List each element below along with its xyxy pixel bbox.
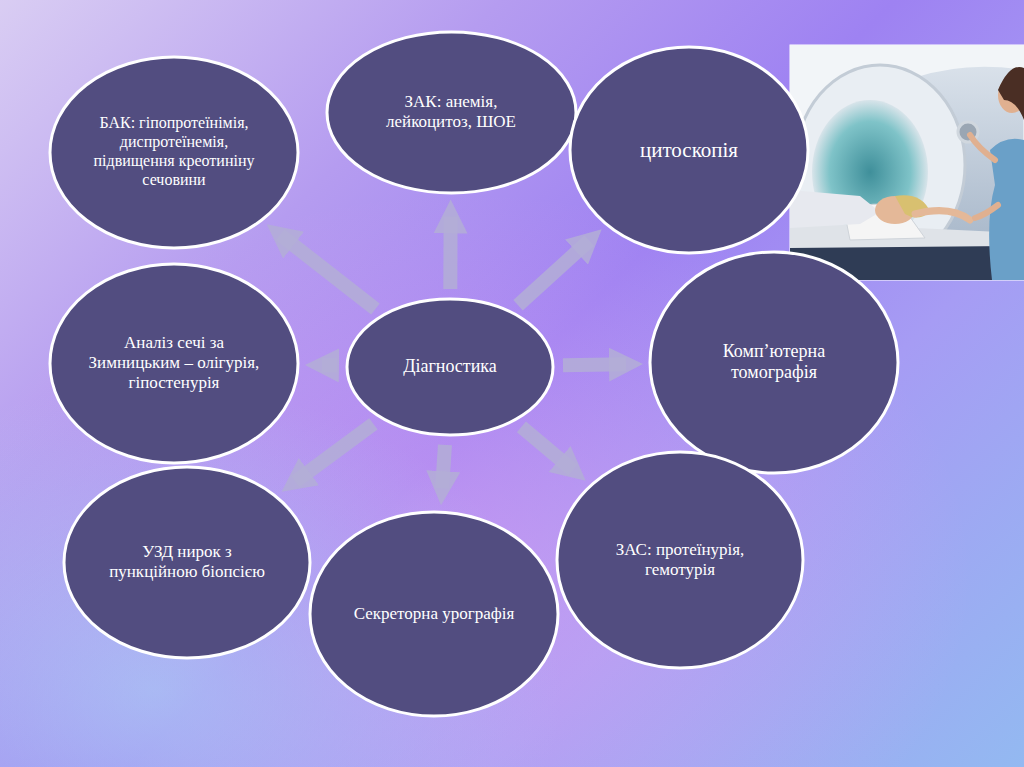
- block-arrow: [442, 445, 445, 488]
- ellipse-shape: [50, 264, 298, 463]
- ellipse-label: ЗАК: анемія, лейкоцитоз, ШОЕ: [365, 92, 537, 132]
- ellipse-label: Аналіз сечі за Зимницьким – олігурія, гі…: [88, 333, 259, 393]
- ellipse-label: ЗАС: протеїнурія, гемотурія: [595, 540, 765, 580]
- ellipse-text-block: УЗД нирок з пункційною біопсією: [102, 542, 272, 582]
- ellipse-shape: [347, 299, 553, 435]
- ellipse-text-block: ЗАС: протеїнурія, гемотурія: [595, 540, 765, 580]
- topic-ellipse: ЗАС: протеїнурія, гемотурія: [555, 450, 805, 670]
- ellipse-shape: [557, 452, 803, 668]
- block-arrow: [443, 217, 457, 290]
- photo-border: [790, 45, 1024, 280]
- ellipse-shape: [327, 32, 576, 193]
- photo-frame: [790, 45, 1024, 280]
- block-arrow: [295, 424, 373, 482]
- ellipse-text-block: БАК: гіпопротеїнімія, диспротеїнемія, пі…: [88, 114, 259, 190]
- block-arrow: [322, 358, 337, 372]
- nurse-hair: [998, 67, 1024, 120]
- nurse-arm: [970, 135, 995, 160]
- ellipse-text-block: Діагностика: [379, 356, 522, 377]
- ellipse-label: БАК: гіпопротеїнімія, диспротеїнемія, пі…: [88, 114, 259, 190]
- block-arrow: [521, 427, 572, 470]
- topic-ellipse: Комп’ютерна томографія: [648, 250, 900, 475]
- topic-ellipse: Секреторна урографія: [308, 510, 560, 718]
- ellipse-label: УЗД нирок з пункційною біопсією: [102, 542, 272, 582]
- ellipse-shape: [570, 47, 808, 253]
- patient-arm: [915, 211, 970, 220]
- ellipse-shape: [50, 57, 298, 248]
- ellipse-label: Діагностика: [379, 356, 522, 377]
- nurse-arm-lower: [975, 205, 998, 218]
- ellipse-label: Комп’ютерна томографія: [688, 341, 859, 383]
- topic-ellipse: цитоскопія: [568, 45, 810, 255]
- topic-ellipse: ЗАК: анемія, лейкоцитоз, ШОЕ: [325, 30, 578, 195]
- ellipse-shape: [310, 512, 558, 716]
- ellipse-text-block: Секреторна урографія: [348, 604, 519, 624]
- topic-ellipse: Аналіз сечі за Зимницьким – олігурія, гі…: [48, 262, 300, 465]
- ellipse-shape: [64, 467, 310, 658]
- topic-ellipse: УЗД нирок з пункційною біопсією: [62, 465, 312, 660]
- ellipse-label: цитоскопія: [607, 138, 772, 163]
- ellipse-text-block: ЗАК: анемія, лейкоцитоз, ШОЕ: [365, 92, 537, 132]
- ellipse-text-block: Аналіз сечі за Зимницьким – олігурія, гі…: [88, 333, 259, 393]
- block-arrow: [518, 241, 589, 306]
- ellipse-text-block: Комп’ютерна томографія: [688, 341, 859, 383]
- patient-gown: [790, 190, 880, 228]
- block-arrow: [280, 235, 375, 309]
- ellipse-label: Секреторна урографія: [348, 604, 519, 624]
- central-ellipse: Діагностика: [345, 297, 555, 437]
- ellipse-shape: [650, 252, 898, 473]
- topic-ellipse: БАК: гіпопротеїнімія, диспротеїнемія, пі…: [48, 55, 300, 250]
- ellipse-text-block: цитоскопія: [607, 138, 772, 163]
- block-arrow: [563, 357, 626, 372]
